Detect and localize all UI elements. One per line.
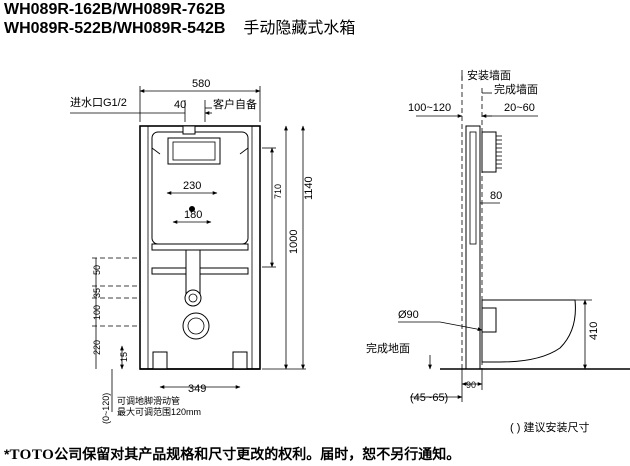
brand-logo: TOTO — [9, 447, 55, 463]
dim-90: 90 — [466, 380, 476, 390]
dim-220: 220 — [92, 340, 102, 355]
dim-1000: 1000 — [288, 230, 300, 254]
footer-text: 公司保留对其产品规格和尺寸更改的权利。届时，恕不另行通知。 — [54, 446, 461, 462]
flush-button-box — [481, 131, 497, 173]
dim-710: 710 — [273, 184, 283, 199]
dim-230: 230 — [183, 180, 201, 192]
dim-50: 50 — [92, 265, 102, 275]
water-inlet — [182, 125, 196, 135]
flush-button-ribs — [496, 135, 502, 169]
drain-outlet — [182, 312, 210, 340]
product-subtitle: 手动隐藏式水箱 — [243, 20, 356, 37]
dim-180: 180 — [184, 209, 202, 221]
pipe-diameter: Ø90 — [398, 309, 419, 321]
dim-15: 15 — [119, 352, 129, 362]
dim-1140: 1140 — [303, 176, 315, 200]
left-foot — [152, 351, 168, 370]
frame-crossbar — [151, 243, 249, 251]
side-frame — [465, 125, 481, 370]
brace — [151, 147, 161, 155]
dim-349: 349 — [188, 383, 206, 395]
side-view: 安装墙面 完成墙面 100~120 20~60 80 Ø90 完成地面 410 … — [366, 68, 630, 404]
dim-40: 40 — [174, 99, 186, 111]
finish-floor-label: 完成地面 — [366, 341, 410, 355]
brace — [239, 147, 249, 155]
wall-hung-bowl — [481, 299, 576, 363]
dim-20-60: 20~60 — [504, 102, 535, 114]
foot-note-2: 最大可调范围120mm — [117, 406, 201, 417]
user-supplied-label: 客户自备 — [213, 97, 257, 111]
dim-100-120: 100~120 — [408, 102, 451, 114]
model-title-line2-models: WH089R-522B/WH089R-542B — [4, 20, 226, 37]
inlet-label: 进水口G1/2 — [70, 96, 127, 109]
right-foot — [232, 351, 248, 370]
drain-outlet-inner — [187, 317, 205, 335]
dim-35: 35 — [92, 288, 102, 298]
dim-80: 80 — [490, 190, 502, 202]
model-title-line2: WH089R-522B/WH089R-542B 手动隐藏式水箱 — [4, 20, 355, 38]
side-cistern — [469, 131, 477, 245]
model-title-line1: WH089R-162B/WH089R-762B — [4, 1, 226, 18]
foot-range: (0~120) — [101, 393, 111, 424]
center-bolt — [189, 206, 195, 212]
install-size-note: ( ) 建议安装尺寸 — [510, 422, 590, 434]
dim-100: 100 — [92, 305, 102, 320]
dim-410: 410 — [588, 322, 600, 340]
finish-wall-label: 完成墙面 — [494, 82, 538, 96]
dim-580: 580 — [192, 78, 210, 90]
footer-disclaimer: *TOTO公司保留对其产品规格和尺寸更改的权利。届时，恕不另行通知。 — [4, 444, 460, 464]
flush-outlet-inner — [188, 293, 198, 303]
install-wall-label: 安装墙面 — [467, 68, 511, 82]
dim-45-65: (45~65) — [410, 392, 448, 404]
front-view: 580 进水口G1/2 40 客户自备 230 180 710 1000 114… — [70, 78, 315, 424]
foot-note-1: 可调地脚滑动管 — [117, 395, 180, 406]
flush-plate-inner — [172, 141, 216, 161]
bowl-inlet — [481, 307, 497, 333]
flush-outlet — [184, 289, 202, 307]
footer-mark: * — [4, 446, 10, 462]
